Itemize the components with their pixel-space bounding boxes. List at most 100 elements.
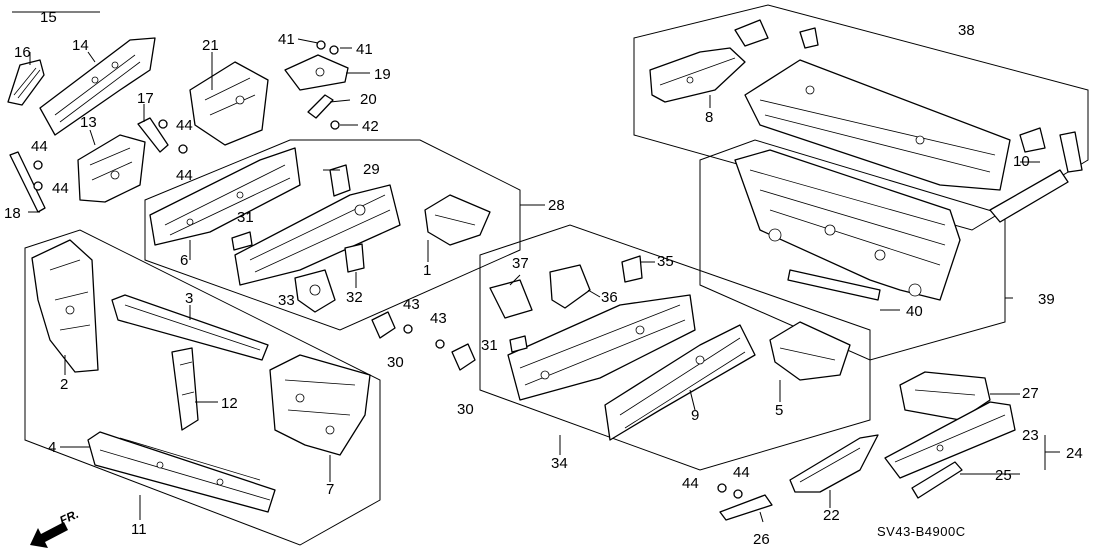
callout-41-left: 41 xyxy=(278,31,295,48)
part-37 xyxy=(489,279,533,319)
part-38-dash xyxy=(734,19,1046,191)
callout-18: 18 xyxy=(4,205,21,222)
callout-2: 2 xyxy=(60,376,68,393)
callout-4: 4 xyxy=(48,439,56,456)
callout-22: 22 xyxy=(823,507,840,524)
callout-17: 17 xyxy=(137,90,154,107)
part-7 xyxy=(269,354,371,456)
part-36 xyxy=(549,264,591,309)
front-arrow-icon xyxy=(30,522,68,548)
callout-3: 3 xyxy=(185,290,193,307)
callout-27: 27 xyxy=(1022,385,1039,402)
part-27 xyxy=(899,371,991,421)
part-35 xyxy=(621,255,643,283)
callout-9: 9 xyxy=(691,407,699,424)
callout-35: 35 xyxy=(657,253,674,270)
callout-42: 42 xyxy=(362,118,379,135)
frame-38 xyxy=(633,4,1089,231)
group-frames xyxy=(12,4,1089,546)
part-40 xyxy=(787,269,881,301)
part-26 xyxy=(717,483,773,521)
callout-44-18b: 44 xyxy=(52,180,69,197)
part-21 xyxy=(189,61,269,146)
front-label: FR. xyxy=(57,507,80,528)
part-9 xyxy=(604,324,756,441)
front-arrow: FR. xyxy=(30,507,81,548)
part-16 xyxy=(7,59,45,106)
part-14 xyxy=(39,37,156,136)
part-2 xyxy=(31,239,99,373)
callout-44-26a: 44 xyxy=(682,475,699,492)
callout-33: 33 xyxy=(278,292,295,309)
callout-30-left: 30 xyxy=(387,354,404,371)
part-17 xyxy=(137,117,188,154)
callout-10: 10 xyxy=(1013,153,1030,170)
callout-37: 37 xyxy=(512,255,529,272)
frame-39 xyxy=(699,139,1006,361)
part-20 xyxy=(307,94,334,119)
callout-11: 11 xyxy=(131,521,147,538)
callout-16: 16 xyxy=(14,44,31,61)
callout-31-lower: 31 xyxy=(481,337,498,354)
part-13 xyxy=(77,134,146,203)
part-30 xyxy=(371,311,476,371)
part-32 xyxy=(344,243,365,273)
part-12 xyxy=(171,347,199,431)
part-31-frame xyxy=(231,184,401,286)
callout-20: 20 xyxy=(360,91,377,108)
frame-34 xyxy=(479,224,871,471)
callout-28: 28 xyxy=(548,197,565,214)
callout-34: 34 xyxy=(551,455,568,472)
part-5 xyxy=(769,321,851,381)
callout-36: 36 xyxy=(601,289,618,306)
callout-24: 24 xyxy=(1066,445,1083,462)
callout-40: 40 xyxy=(906,303,923,320)
part-22 xyxy=(789,434,879,493)
callout-23: 23 xyxy=(1022,427,1039,444)
diagram-code: SV43-B4900C xyxy=(877,524,966,539)
part-29 xyxy=(329,164,351,197)
callout-30-right: 30 xyxy=(457,401,474,418)
leader-lines xyxy=(28,38,1060,523)
part-6 xyxy=(149,147,301,246)
callout-43-left: 43 xyxy=(403,296,420,313)
callout-31-upper: 31 xyxy=(237,209,254,226)
part-28 xyxy=(424,194,491,246)
callout-44-lower: 44 xyxy=(176,167,193,184)
part-3 xyxy=(111,294,269,361)
callout-38: 38 xyxy=(958,22,975,39)
part-19 xyxy=(284,54,349,91)
frame-4 xyxy=(24,229,381,546)
frame-28 xyxy=(144,139,521,331)
callout-5: 5 xyxy=(775,402,783,419)
callout-29: 29 xyxy=(363,161,380,178)
part-18 xyxy=(9,151,46,213)
callout-41-right: 41 xyxy=(356,41,373,58)
part-23 xyxy=(884,401,1016,479)
callout-13: 13 xyxy=(80,114,97,131)
part-10 xyxy=(989,131,1083,223)
callout-25: 25 xyxy=(995,467,1012,484)
callout-21: 21 xyxy=(202,37,219,54)
callout-44-17: 44 xyxy=(176,117,193,134)
part-34 xyxy=(507,294,696,401)
callout-12: 12 xyxy=(221,395,238,412)
callout-6: 6 xyxy=(180,252,188,269)
part-39 xyxy=(734,149,961,301)
part-8 xyxy=(649,47,746,103)
callout-44-18a: 44 xyxy=(31,138,48,155)
callout-44-26b: 44 xyxy=(733,464,750,481)
callout-39: 39 xyxy=(1038,291,1055,308)
callout-26: 26 xyxy=(753,531,770,548)
callout-14: 14 xyxy=(72,37,89,54)
part-33 xyxy=(294,269,336,313)
parts xyxy=(7,19,1083,521)
callout-8: 8 xyxy=(705,109,713,126)
callout-19: 19 xyxy=(374,66,391,83)
callout-labels: 15 16 14 21 41 41 19 20 17 44 13 42 44 4… xyxy=(4,9,1083,548)
callout-43-right: 43 xyxy=(430,310,447,327)
callout-15: 15 xyxy=(40,9,57,26)
part-25 xyxy=(911,461,963,499)
part-11 xyxy=(87,431,276,513)
